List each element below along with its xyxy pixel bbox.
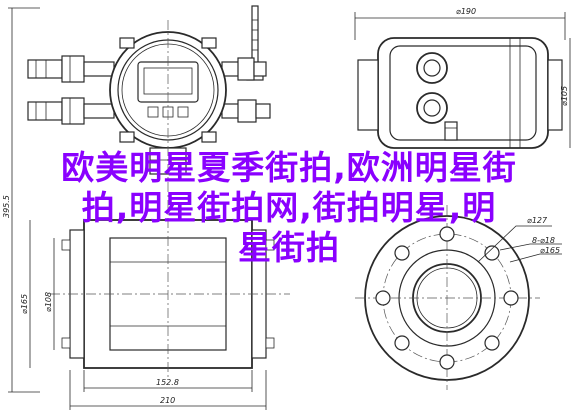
gland-end-lower bbox=[416, 92, 448, 124]
dim-bolt-circle: ⌀165 bbox=[540, 246, 560, 255]
cable-gland-right-lower bbox=[221, 99, 271, 123]
bolt-hole bbox=[439, 226, 455, 242]
dim-face-length: 152.8 bbox=[156, 378, 179, 387]
gland-end-upper bbox=[416, 52, 448, 84]
bolt-hole bbox=[394, 335, 410, 351]
bolt-hole bbox=[375, 290, 391, 306]
cable-gland-right-upper bbox=[221, 57, 267, 81]
dim-lower-height: ⌀165 bbox=[20, 294, 29, 314]
overlay-line-2: 拍,明星街拍网,街拍明星,明 bbox=[81, 188, 497, 227]
bolt-hole bbox=[484, 245, 500, 261]
bolt-hole bbox=[439, 354, 455, 370]
watermark-overlay-text: 欧美明星夏季街拍,欧洲明星街 拍,明星街拍网,街拍明星,明 星街拍 bbox=[0, 148, 578, 268]
bolt-hole bbox=[503, 290, 519, 306]
button-3 bbox=[177, 106, 189, 118]
front-view: 395.5 ⌀165 ⌀108 152.8 210 bbox=[2, 5, 290, 410]
side-view: ⌀190 ⌀105 bbox=[354, 7, 571, 149]
button-1 bbox=[147, 106, 159, 118]
dim-bolt-note: 8-⌀18 bbox=[532, 236, 555, 245]
dim-side-width: ⌀190 bbox=[456, 7, 476, 16]
cable-gland-upper bbox=[27, 55, 115, 83]
overlay-line-1: 欧美明星夏季街拍,欧洲明星街 bbox=[61, 148, 517, 187]
dim-overall-width: 210 bbox=[160, 396, 175, 405]
dim-overall-height: 395.5 bbox=[2, 195, 11, 218]
dim-flange-dia: ⌀127 bbox=[527, 216, 548, 225]
overlay-line-3: 星街拍 bbox=[238, 228, 340, 267]
dim-side-height: ⌀105 bbox=[560, 86, 569, 106]
bolt-hole bbox=[484, 335, 500, 351]
flange-view: ⌀127 8-⌀18 ⌀165 bbox=[355, 205, 562, 390]
dim-inner-height: ⌀108 bbox=[44, 292, 53, 312]
cable-gland-lower bbox=[27, 97, 115, 125]
bolt-hole bbox=[394, 245, 410, 261]
